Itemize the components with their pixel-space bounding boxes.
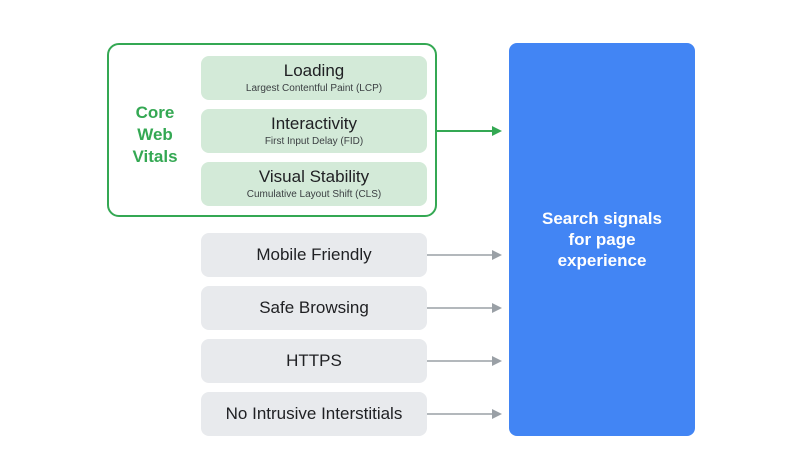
search-signals-label: Search signals for page experience [509,208,695,271]
core-web-vitals-label-line: Web [137,125,173,144]
vital-visual-stability-subtitle: Cumulative Layout Shift (CLS) [246,189,382,200]
vital-interactivity-box: Interactivity First Input Delay (FID) [201,109,427,153]
vital-visual-stability-title: Visual Stability [258,167,370,186]
search-signals-label-line: Search signals [541,209,662,228]
signal-mobile-friendly-box: Mobile Friendly [201,233,427,277]
core-web-vitals-label: Core Web Vitals [112,102,198,168]
signal-mobile-friendly-label: Mobile Friendly [256,245,372,264]
signal-no-intrusive-interstitials-label: No Intrusive Interstitials [225,404,403,423]
vital-loading-title: Loading [283,61,345,80]
signal-https-box: HTTPS [201,339,427,383]
search-signals-box [509,43,695,436]
search-signals-label-line: experience [557,251,647,270]
search-signals-label-line: for page [568,230,636,249]
core-web-vitals-label-line: Vitals [132,147,178,166]
vital-loading-box: Loading Largest Contentful Paint (LCP) [201,56,427,100]
signal-https-label: HTTPS [286,351,342,370]
core-web-vitals-label-line: Core [135,103,175,122]
vital-visual-stability-box: Visual Stability Cumulative Layout Shift… [201,162,427,206]
signal-safe-browsing-label: Safe Browsing [259,298,369,317]
vital-interactivity-subtitle: First Input Delay (FID) [264,136,364,147]
signal-no-intrusive-interstitials-box: No Intrusive Interstitials [201,392,427,436]
signal-safe-browsing-box: Safe Browsing [201,286,427,330]
vital-interactivity-title: Interactivity [271,114,357,133]
vital-loading-subtitle: Largest Contentful Paint (LCP) [245,83,383,94]
